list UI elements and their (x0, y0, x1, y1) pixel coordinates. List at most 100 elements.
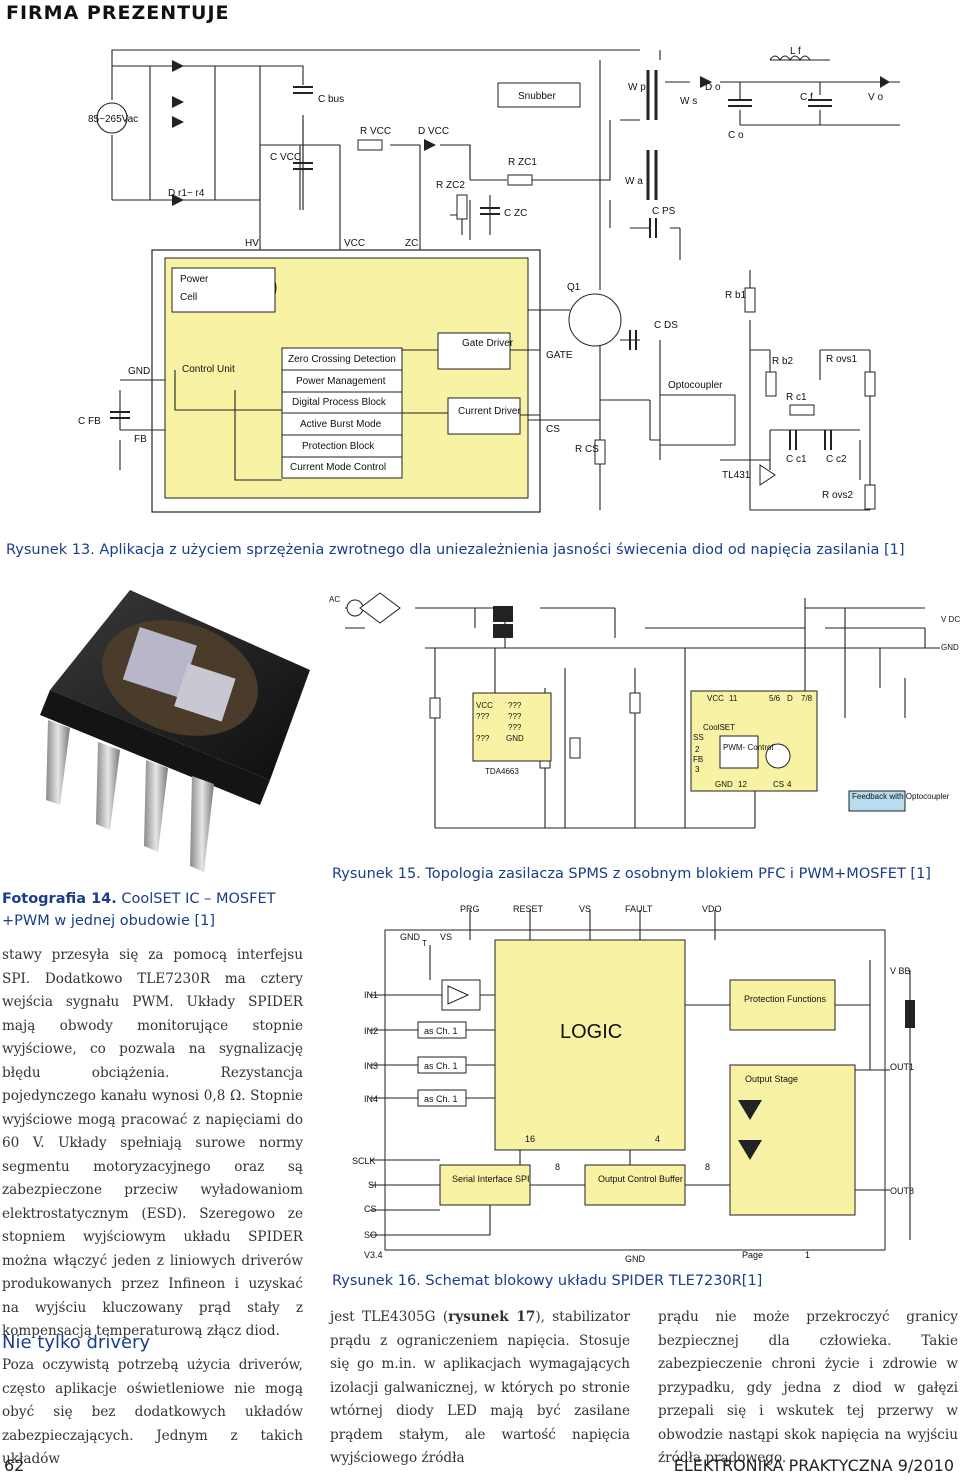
svg-text:Output Stage: Output Stage (745, 1074, 798, 1084)
svg-text:GND: GND (506, 734, 524, 743)
svg-text:R ZC2: R ZC2 (436, 180, 465, 191)
svg-text:IN2: IN2 (364, 1026, 378, 1036)
svg-text:GATE: GATE (546, 350, 573, 361)
svg-text:SI: SI (368, 1180, 377, 1190)
svg-text:CoolSET: CoolSET (703, 723, 735, 732)
svg-text:V3.4: V3.4 (364, 1250, 383, 1260)
svg-text:as Ch. 1: as Ch. 1 (424, 1094, 458, 1104)
svg-text:TDA4663: TDA4663 (485, 767, 519, 776)
svg-text:GND: GND (941, 643, 959, 652)
svg-text:VCC: VCC (344, 238, 365, 249)
figure-15-schematic: AC V DC GND VCC ??? ??? ??? ??? ??? GND … (329, 592, 960, 829)
svg-text:C DS: C DS (654, 320, 678, 331)
svg-text:V BB: V BB (890, 966, 911, 976)
svg-text:PWM- Control: PWM- Control (723, 743, 773, 752)
svg-text:4: 4 (655, 1134, 660, 1144)
svg-text:Current Mode Control: Current Mode Control (290, 462, 386, 473)
svg-text:Output Control Buffer: Output Control Buffer (598, 1174, 683, 1184)
svg-text:VDO: VDO (702, 904, 722, 914)
svg-text:as Ch. 1: as Ch. 1 (424, 1061, 458, 1071)
svg-text:SCLK: SCLK (352, 1156, 376, 1166)
svg-text:5/6: 5/6 (769, 694, 781, 703)
svg-text:IN3: IN3 (364, 1061, 378, 1071)
svg-text:IN1: IN1 (364, 990, 378, 1000)
svg-text:R ovs2: R ovs2 (822, 490, 854, 501)
svg-text:R ovs1: R ovs1 (826, 354, 858, 365)
svg-text:GND: GND (625, 1254, 646, 1264)
svg-text:C ZC: C ZC (504, 208, 527, 219)
svg-text:GND: GND (400, 932, 421, 942)
svg-text:GND: GND (715, 780, 733, 789)
svg-text:???: ??? (508, 723, 522, 732)
svg-text:Digital Process Block: Digital Process Block (292, 397, 387, 408)
svg-text:C bus: C bus (318, 94, 344, 105)
svg-text:FB: FB (134, 434, 147, 445)
svg-text:Power Management: Power Management (296, 376, 386, 387)
svg-text:Optocoupler: Optocoupler (668, 380, 723, 391)
svg-text:PRG: PRG (460, 904, 480, 914)
svg-text:Feedback with Optocoupler: Feedback with Optocoupler (852, 792, 950, 801)
section-heading: Nie tylko drivery (2, 1332, 151, 1353)
svg-text:???: ??? (476, 712, 490, 721)
svg-text:W p: W p (628, 82, 646, 93)
svg-text:Zero Crossing Detection: Zero Crossing Detection (288, 354, 396, 365)
svg-text:R b2: R b2 (772, 356, 794, 367)
svg-text:R VCC: R VCC (360, 126, 391, 137)
svg-text:1: 1 (805, 1250, 810, 1260)
svg-text:R CS: R CS (575, 444, 599, 455)
svg-text:85~265Vac: 85~265Vac (88, 114, 138, 125)
svg-text:OUT1: OUT1 (890, 1062, 914, 1072)
svg-text:D: D (787, 694, 793, 703)
magazine-name: ELEKTRONIKA PRAKTYCZNA 9/2010 (673, 1456, 954, 1475)
svg-text:Current Driver: Current Driver (458, 406, 521, 417)
svg-text:R ZC1: R ZC1 (508, 157, 537, 168)
svg-text:LOGIC: LOGIC (560, 1021, 622, 1043)
svg-text:???: ??? (508, 712, 522, 721)
svg-text:3: 3 (695, 765, 700, 774)
section-header: FIRMA PREZENTUJE (6, 2, 230, 24)
svg-text:Serial Interface SPI: Serial Interface SPI (452, 1174, 530, 1184)
column-2-text: jest TLE4305G (rysunek 17), stabilizator… (330, 1309, 630, 1466)
svg-text:RESET: RESET (513, 904, 544, 914)
page-number: 62 (4, 1456, 25, 1475)
svg-text:R b1: R b1 (725, 290, 747, 301)
svg-text:V DC: V DC (941, 615, 960, 624)
svg-text:7/8: 7/8 (801, 694, 813, 703)
svg-text:4: 4 (787, 780, 792, 789)
svg-text:ZC: ZC (405, 238, 418, 249)
svg-text:VS: VS (440, 932, 452, 942)
svg-text:VS: VS (579, 904, 591, 914)
svg-text:C FB: C FB (78, 416, 101, 427)
svg-text:VCC: VCC (707, 694, 724, 703)
svg-text:Page: Page (742, 1250, 763, 1260)
svg-text:8: 8 (555, 1162, 560, 1172)
svg-text:HV: HV (245, 238, 259, 249)
svg-text:FB: FB (693, 755, 703, 764)
svg-text:???: ??? (508, 701, 522, 710)
svg-text:OUT8: OUT8 (890, 1186, 914, 1196)
svg-text:12: 12 (738, 780, 747, 789)
svg-text:CS: CS (773, 780, 784, 789)
column-3-text: prądu nie może przekroczyć granicy bezpi… (658, 1309, 958, 1466)
figure-13-caption: Rysunek 13. Aplikacja z użyciem sprzężen… (6, 542, 905, 558)
figure-13-schematic: 85~265Vac C bus R VCC D VCC C VCC D r1~ … (78, 46, 900, 513)
svg-text:VCC: VCC (476, 701, 493, 710)
svg-text:Q1: Q1 (567, 282, 581, 293)
figure-16-caption: Rysunek 16. Schemat blokowy układu SPIDE… (332, 1273, 763, 1289)
svg-text:V o: V o (868, 92, 883, 103)
svg-text:R c1: R c1 (786, 392, 807, 403)
svg-text:D r1~ r4: D r1~ r4 (168, 188, 205, 199)
svg-text:11: 11 (729, 694, 738, 703)
svg-text:GND: GND (128, 366, 150, 377)
svg-text:2: 2 (695, 745, 700, 754)
svg-text:C o: C o (728, 130, 744, 141)
svg-text:C PS: C PS (652, 206, 676, 217)
svg-text:L f: L f (790, 46, 801, 57)
svg-text:W a: W a (625, 176, 643, 187)
svg-text:Gate Driver: Gate Driver (462, 338, 514, 349)
svg-text:C c1: C c1 (786, 454, 807, 465)
svg-text:8: 8 (705, 1162, 710, 1172)
svg-text:C c2: C c2 (826, 454, 847, 465)
coolset-chip-photo (40, 590, 310, 872)
svg-text:AC: AC (329, 595, 340, 604)
